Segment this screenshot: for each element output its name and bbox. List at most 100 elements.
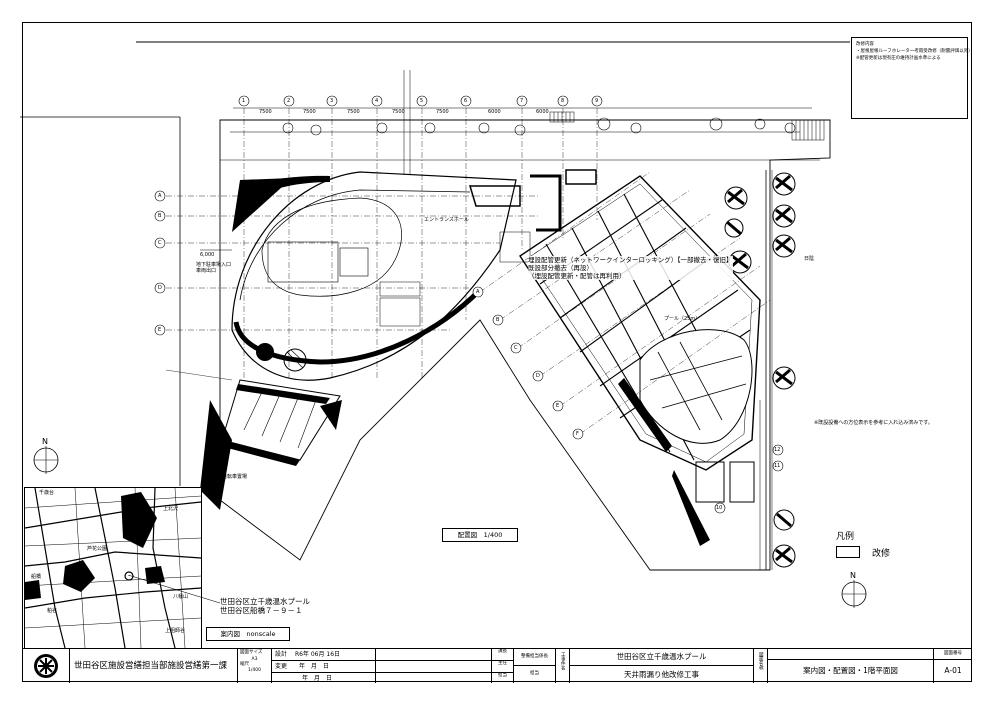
title-block-emblem [22, 649, 70, 683]
ward-emblem-icon [34, 654, 58, 678]
scale-label: 縮尺 [240, 662, 249, 667]
diag-axis-c: C [514, 345, 518, 351]
title-block-section: 整備担当係長 担当 [514, 649, 556, 683]
project-label: 工事件名 [560, 652, 566, 670]
size-value: A3 [251, 656, 258, 662]
location-label: 世田谷区立千歳温水プール 世田谷区船橋７－９－１ [220, 597, 310, 615]
label-dim-6000: 6,000 [200, 252, 215, 258]
project-name-1: 世田谷区立千歳温水プール [570, 649, 753, 666]
notes-line-2: ※配管更新は現有圧の維持計画水準による [856, 56, 941, 61]
revision-notes-box: 改修内容 ・屋根屋根ルーフホレータ一考雨受改修（耐震評価以外） ※配管更新は現有… [851, 37, 973, 119]
drawing-label: 図面名称 [758, 652, 764, 670]
right-axis-10: 10 [716, 505, 723, 511]
map-place-7: 上祖師谷 [165, 628, 186, 634]
label-shade: 日陰 [804, 256, 815, 262]
diag-axis-d: D [536, 373, 540, 379]
location-map: 千歳台 船橋 上北沢 芦花公園 八幡山 粕谷 上祖師谷 [24, 487, 202, 649]
span-dim-3: 7500 [347, 109, 360, 115]
diag-axis-a: A [476, 289, 480, 295]
drawing-number: A-01 [944, 666, 962, 675]
label-note-right: ※既設設備への方位表示を参考に入れ込み済みです。 [814, 420, 933, 426]
span-dim-7: 6000 [536, 109, 549, 115]
axis-label-b: B [158, 213, 162, 219]
location-address: 世田谷区船橋７－９－１ [220, 606, 303, 615]
map-place-6: 粕谷 [47, 608, 58, 614]
label-vehicle-exit: 車両出口 [196, 268, 217, 274]
axis-label-9: 9 [595, 98, 599, 104]
design-date: R6年 06月 16日 [294, 651, 341, 658]
axis-label-7: 7 [520, 98, 524, 104]
axis-label-3: 3 [330, 98, 334, 104]
title-block-drawing-name: 案内図・配置図・1階平面図 [768, 649, 934, 683]
title-block-number: 図面番号 A-01 [934, 649, 972, 683]
axis-label-2: 2 [287, 98, 291, 104]
map-place-4: 芦花公園 [87, 546, 108, 552]
map-place-3: 上北沢 [163, 506, 179, 512]
site-plan-scale-label: 配置図 1/400 [442, 528, 518, 542]
north-arrow-right: N [841, 571, 867, 608]
change-date: 年 月 日 [298, 663, 329, 670]
map-place-2: 船橋 [31, 574, 42, 580]
svg-text:N: N [850, 571, 856, 580]
role-chief: 課長 [492, 649, 513, 661]
annotation-line-3: （埋設配管更新・配管は再利用） [528, 272, 626, 280]
svg-text:N: N [42, 437, 48, 446]
location-map-graphic [25, 488, 201, 648]
section-name: 整備担当係長 [514, 649, 555, 666]
scale-value: 1/400 [248, 667, 261, 673]
label-lobby: エントランスホール [424, 217, 469, 223]
design-label: 設計 [275, 651, 288, 658]
pipe-renewal-annotation: 埋設配管更新（ネットワークインターロッキング）【一部撤去・復旧】 既設部分撤去（… [528, 256, 733, 280]
location-leader-line [127, 575, 221, 604]
drawing-sheet [22, 22, 972, 682]
axis-label-8: 8 [561, 98, 565, 104]
axis-label-a: A [158, 193, 162, 199]
axis-label-c: C [158, 240, 162, 246]
tree-row [282, 117, 796, 136]
title-block-size-scale: 図面サイズ A3 縮尺 1/400 [238, 649, 272, 683]
title-block-drawing-label: 図面名称 [754, 649, 768, 683]
title-block-blank [376, 649, 492, 683]
axis-label-d: D [158, 285, 162, 291]
legend-swatch [836, 546, 860, 558]
title-block-dates: 設計 R6年 06月 16日 変更 年 月 日 年 月 日 [272, 649, 376, 683]
title-block-roles: 課長 主任 担当 [492, 649, 514, 683]
title-block-project: 世田谷区立千歳温水プール 天井雨漏り他改修工事 [570, 649, 754, 683]
label-bicycle: 自転車置場 [222, 474, 248, 480]
title-block: 世田谷区施設営繕担当部施設営繕第一課 図面サイズ A3 縮尺 1/400 設計 … [22, 648, 972, 683]
project-name-2: 天井雨漏り他改修工事 [624, 670, 699, 679]
map-place-1: 千歳台 [39, 490, 55, 496]
right-axis-12: 12 [774, 447, 781, 453]
title-block-project-label: 工事件名 [556, 649, 570, 683]
label-parking-entry: 地下駐車場入口 [196, 262, 232, 268]
map-place-5: 八幡山 [173, 594, 189, 600]
axis-label-e: E [158, 327, 162, 333]
axis-label-6: 6 [464, 98, 468, 104]
axis-label-5: 5 [420, 98, 424, 104]
role-staff: 担当 [498, 673, 507, 678]
org-name: 世田谷区施設営繕担当部施設営繕第一課 [74, 661, 228, 671]
span-dim-1: 7500 [259, 109, 272, 115]
label-pool: プール（25m） [664, 316, 701, 322]
drawing-name: 案内図・配置図・1階平面図 [803, 666, 898, 675]
legend-item-label: 改修 [872, 549, 891, 559]
annotation-line-1: 埋設配管更新（ネットワークインターロッキング）【一部撤去・復旧】 [528, 256, 733, 264]
tree-cluster-right [724, 172, 796, 568]
north-arrow-left: N [33, 437, 59, 474]
span-dim-6: 6000 [488, 109, 501, 115]
change-label: 変更 [275, 663, 288, 670]
size-label: 図面サイズ [240, 650, 263, 655]
span-dim-2: 7500 [303, 109, 316, 115]
change-date-2: 年 月 日 [302, 675, 333, 682]
diag-axis-e: E [556, 403, 560, 409]
location-facility-name: 世田谷区立千歳温水プール [220, 597, 310, 606]
diag-axis-f: F [576, 431, 579, 437]
right-axis-11: 11 [774, 463, 781, 469]
location-map-caption: 案内図 nonscale [206, 627, 290, 641]
number-label: 図面番号 [934, 649, 972, 660]
axis-label-1: 1 [242, 98, 246, 104]
section-staff: 担当 [530, 671, 539, 676]
diag-axis-b: B [496, 317, 500, 323]
notes-line-1: ・屋根屋根ルーフホレータ一考雨受改修（耐震評価以外） [856, 49, 973, 54]
